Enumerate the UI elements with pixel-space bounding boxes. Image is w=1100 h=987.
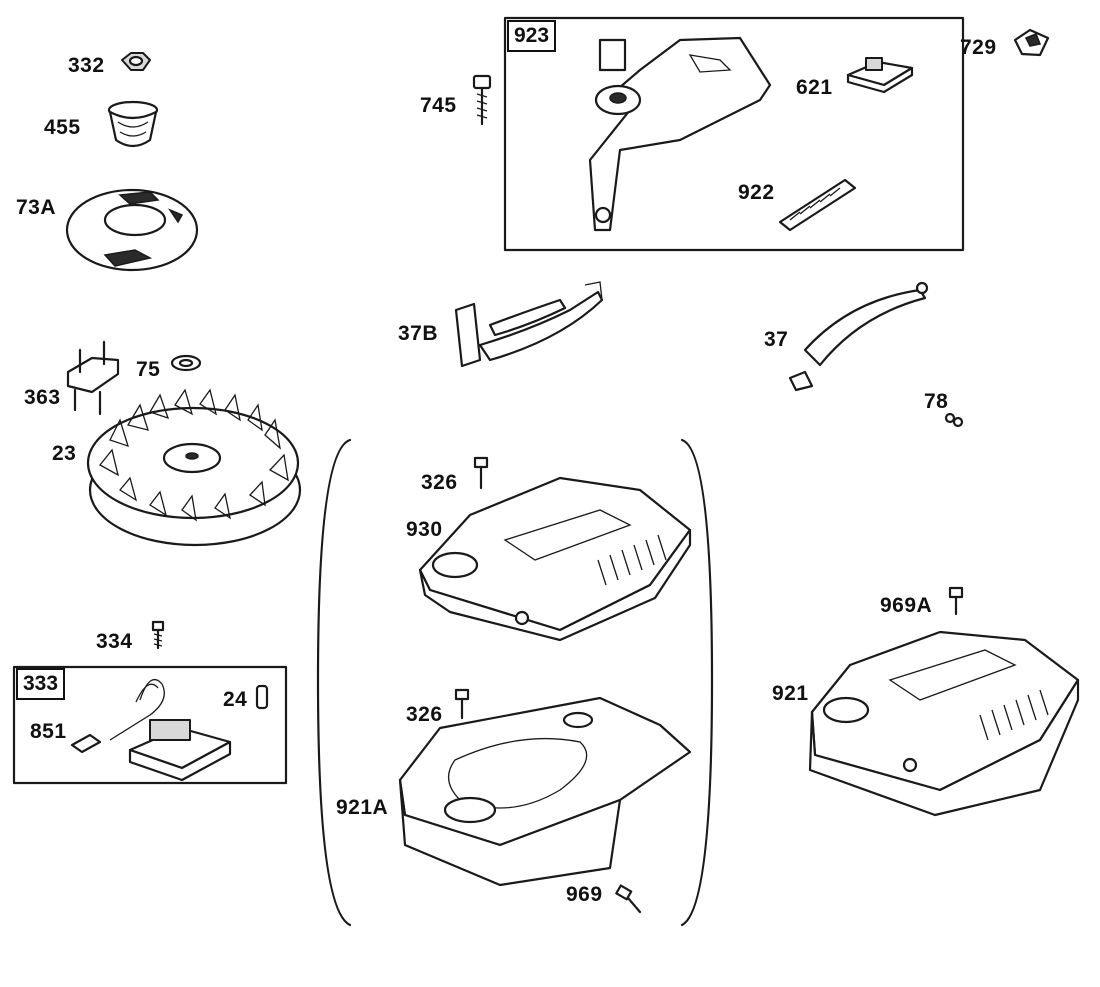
part-921-blower-housing: [808, 630, 1080, 817]
callout-334: 334: [96, 630, 133, 653]
part-851-wire-clip: [70, 733, 102, 754]
part-37b-link: [454, 281, 604, 368]
part-969a-screw: [948, 586, 964, 616]
callout-455: 455: [44, 116, 81, 139]
part-930-blower-housing: [418, 476, 692, 642]
part-24-pin: [255, 684, 269, 710]
callout-78: 78: [924, 390, 949, 413]
box-923: [503, 16, 965, 252]
callout-363: 363: [24, 386, 61, 409]
callout-37b: 37B: [398, 322, 439, 345]
callout-923: 923: [507, 20, 557, 52]
part-923-control-bracket: [588, 36, 772, 232]
callout-969: 969: [566, 883, 603, 906]
part-37-link: [788, 281, 929, 392]
part-326-screw-lower: [454, 688, 470, 720]
callout-326-lower: 326: [406, 703, 443, 726]
part-921a-housing-base: [398, 696, 692, 887]
part-333-armature: [109, 679, 232, 782]
callout-333: 333: [16, 668, 66, 700]
part-455-cup: [107, 100, 159, 148]
callout-930: 930: [406, 518, 443, 541]
callout-332: 332: [68, 54, 105, 77]
part-23-flywheel: [86, 388, 302, 547]
part-78-screw: [944, 412, 964, 428]
callout-73a: 73A: [16, 196, 57, 219]
group-bracket-left: [316, 438, 352, 927]
callout-24: 24: [223, 688, 248, 711]
callout-23: 23: [52, 442, 77, 465]
callout-745: 745: [420, 94, 457, 117]
callout-326-upper: 326: [421, 471, 458, 494]
callout-922: 922: [738, 181, 775, 204]
callout-75: 75: [136, 358, 161, 381]
part-326-screw-upper: [473, 456, 489, 490]
part-75-washer: [170, 354, 202, 372]
part-729-clip: [1013, 28, 1050, 57]
callout-921a: 921A: [336, 796, 389, 819]
part-922-spring: [778, 178, 857, 232]
box-333: [12, 665, 288, 785]
callout-969a: 969A: [880, 594, 933, 617]
callout-851: 851: [30, 720, 67, 743]
callout-729: 729: [960, 36, 997, 59]
part-73a-screen: [65, 188, 199, 272]
part-332-nut: [121, 52, 151, 71]
group-bracket-right: [680, 438, 714, 927]
callout-37: 37: [764, 328, 789, 351]
part-745-bolt: [472, 74, 492, 126]
callout-921: 921: [772, 682, 809, 705]
part-363-bracket: [66, 340, 120, 416]
part-334-screw: [151, 620, 165, 650]
part-969-screw: [615, 884, 642, 914]
part-621-switch: [846, 57, 914, 94]
callout-621: 621: [796, 76, 833, 99]
